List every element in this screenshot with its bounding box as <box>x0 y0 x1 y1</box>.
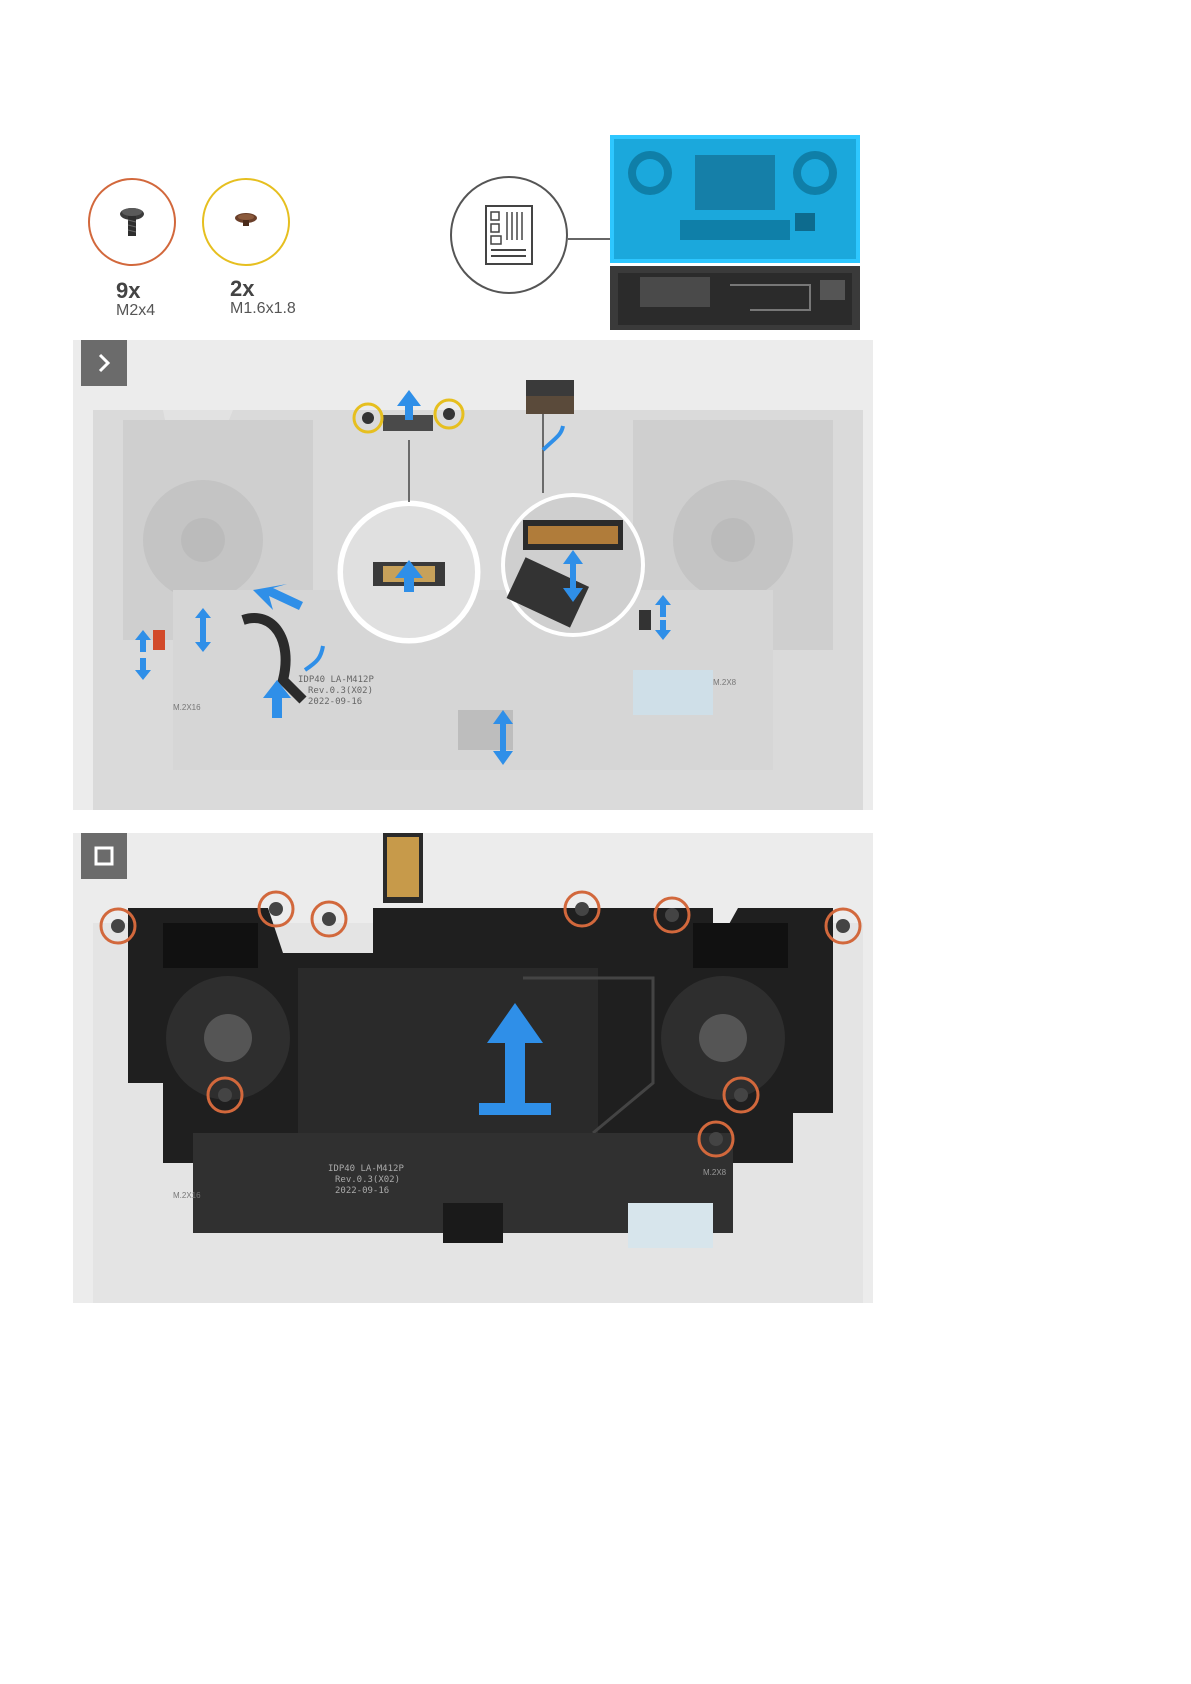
screw-m1-6x1-8-icon <box>204 180 288 264</box>
silkscreen-line-3: 2022-09-16 <box>308 697 362 707</box>
label-m2x16-step2: M.2X16 <box>173 1191 201 1200</box>
silkscreen-line-1-step2: IDP40 LA-M412P <box>328 1164 404 1174</box>
label-m2x16: M.2X16 <box>173 703 201 712</box>
step-2-button[interactable] <box>81 833 127 879</box>
screw-m2x4-spec: M2x4 <box>116 302 155 320</box>
screw-m2x4-qty: 9x <box>116 278 140 304</box>
system-board-icon <box>450 176 568 294</box>
screw-m1-6x1-8-spec: M1.6x1.8 <box>230 300 296 318</box>
screw-m2x4-icon <box>90 180 174 264</box>
screw-m1-6x1-8-callout <box>202 178 290 266</box>
step-1-panel: IDP40 LA-M412P Rev.0.3(X02) 2022-09-16 M… <box>73 340 873 810</box>
laptop-thumbnail-highlight <box>610 135 860 330</box>
step-1-illustration: IDP40 LA-M412P Rev.0.3(X02) 2022-09-16 M… <box>73 340 873 810</box>
label-m2x8-step2: M.2X8 <box>703 1168 727 1177</box>
silkscreen-line-1: IDP40 LA-M412P <box>298 675 374 685</box>
step-2-panel: IDP40 LA-M412P Rev.0.3(X02) 2022-09-16 M… <box>73 833 873 1303</box>
silkscreen-line-2: Rev.0.3(X02) <box>308 686 373 696</box>
step-1-button[interactable] <box>81 340 127 386</box>
silkscreen-line-3-step2: 2022-09-16 <box>335 1186 389 1196</box>
chevron-right-icon <box>92 351 116 375</box>
step-2-illustration: IDP40 LA-M412P Rev.0.3(X02) 2022-09-16 M… <box>73 833 873 1303</box>
stop-square-icon <box>93 845 115 867</box>
screw-m1-6x1-8-qty: 2x <box>230 276 254 302</box>
callout-connector-line <box>568 238 610 240</box>
silkscreen-line-2-step2: Rev.0.3(X02) <box>335 1175 400 1185</box>
screw-m2x4-callout <box>88 178 176 266</box>
label-m2x8: M.2X8 <box>713 678 737 687</box>
